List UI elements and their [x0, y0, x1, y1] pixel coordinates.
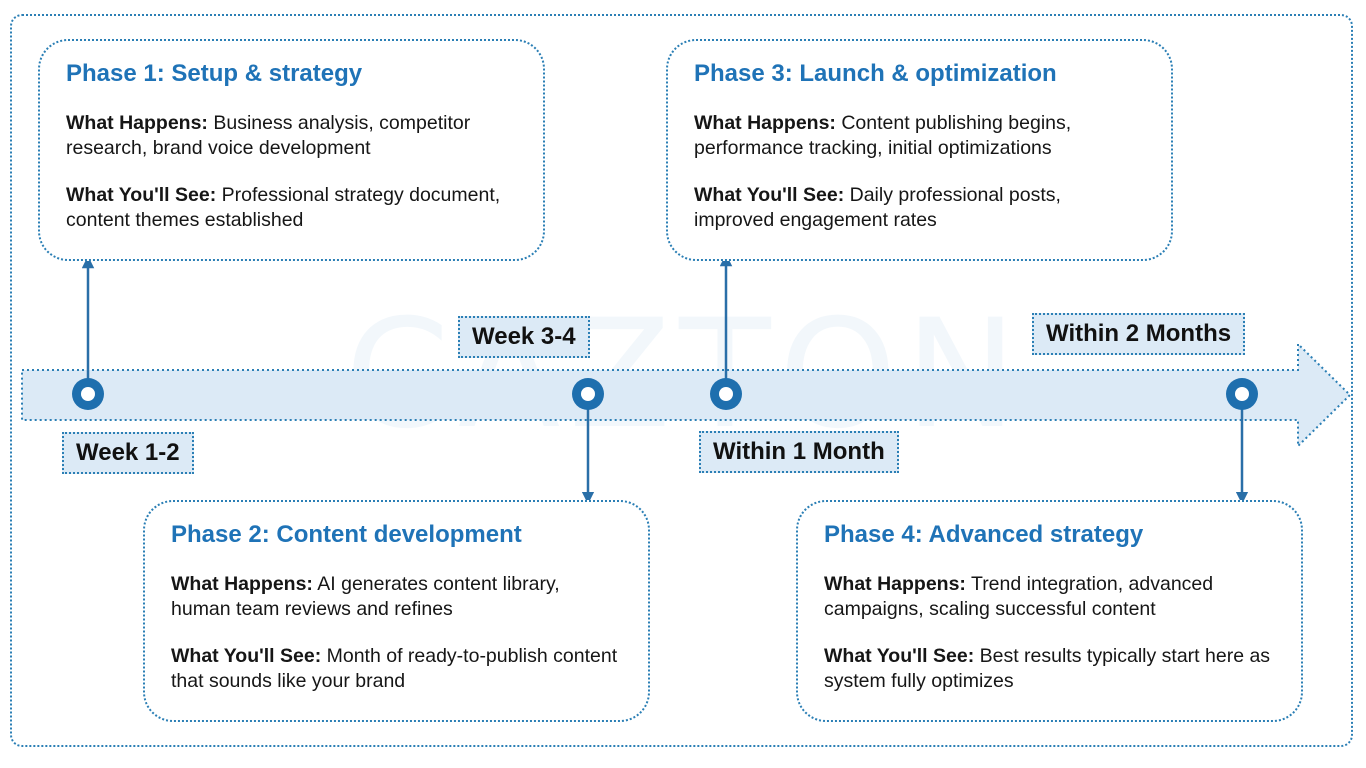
- phase-what-you-see: What You'll See: Professional strategy d…: [66, 184, 501, 231]
- time-label-week-1-2: Week 1-2: [62, 432, 194, 474]
- milestone-node-1: [72, 378, 104, 410]
- phase-what-happens: What Happens: Content publishing begins,…: [694, 112, 1072, 159]
- time-label-week-3-4: Week 3-4: [458, 316, 590, 358]
- phase-what-you-see: What You'll See: Month of ready-to-publi…: [171, 645, 618, 692]
- milestone-node-3: [710, 378, 742, 410]
- milestone-node-2: [572, 378, 604, 410]
- phase-card-2: Phase 2: Content development What Happen…: [143, 500, 650, 722]
- phase-card-3: Phase 3: Launch & optimization What Happ…: [666, 39, 1173, 261]
- milestone-node-4: [1226, 378, 1258, 410]
- phase-card-4: Phase 4: Advanced strategy What Happens:…: [796, 500, 1303, 722]
- phase-what-happens: What Happens: Trend integration, advance…: [824, 573, 1214, 620]
- phase-title: Phase 4: Advanced strategy: [824, 521, 1144, 548]
- phase-what-you-see: What You'll See: Best results typically …: [824, 645, 1271, 692]
- phase-what-happens: What Happens: Business analysis, competi…: [66, 112, 471, 159]
- phase-title: Phase 1: Setup & strategy: [66, 60, 363, 87]
- time-label-within-1-month: Within 1 Month: [699, 431, 899, 473]
- diagram-frame: [10, 14, 1353, 747]
- phase-title: Phase 3: Launch & optimization: [694, 60, 1057, 87]
- time-label-within-2-months: Within 2 Months: [1032, 313, 1246, 355]
- phase-title: Phase 2: Content development: [171, 521, 522, 548]
- timeline-arrow: [21, 341, 1352, 449]
- phase-what-happens: What Happens: AI generates content libra…: [171, 573, 560, 620]
- phase-what-you-see: What You'll See: Daily professional post…: [694, 184, 1061, 231]
- phase-card-1: Phase 1: Setup & strategy What Happens: …: [38, 39, 545, 261]
